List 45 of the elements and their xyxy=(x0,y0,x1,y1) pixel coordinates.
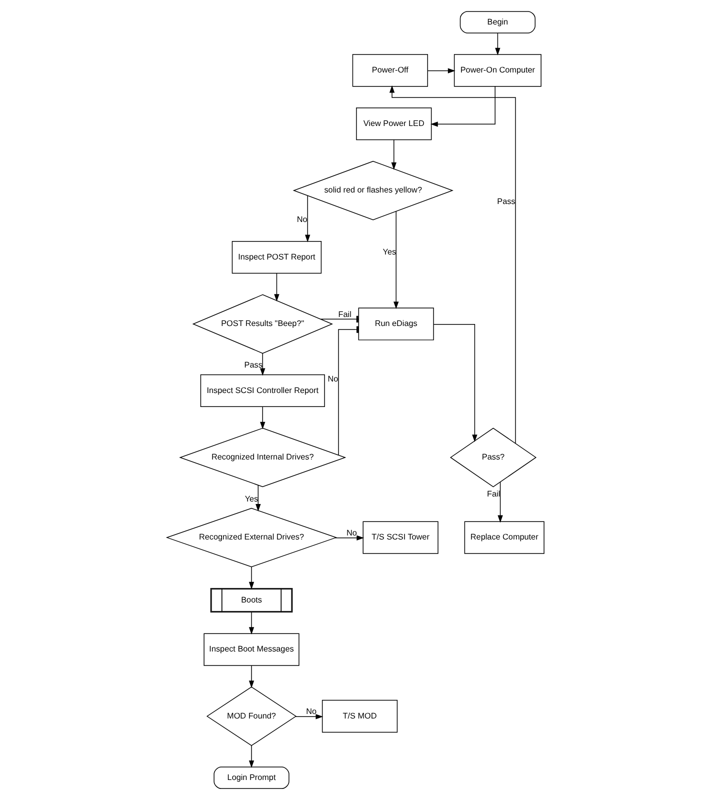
node-box: Power-Off xyxy=(352,54,428,87)
arrow xyxy=(260,353,265,376)
arrow xyxy=(294,714,323,720)
node-diamond: Recognized External Drives? xyxy=(165,508,337,568)
arrow xyxy=(393,211,398,310)
arrow xyxy=(248,665,254,688)
node-box: Replace Computer xyxy=(464,521,544,554)
arrow xyxy=(430,86,495,127)
edge-label: Yes xyxy=(382,247,396,256)
edge-label: Fail xyxy=(338,310,351,319)
arrow xyxy=(494,32,500,56)
arrow xyxy=(334,535,364,541)
arrow xyxy=(497,482,502,523)
node-box: View Power LED xyxy=(356,107,432,140)
arrow xyxy=(248,566,254,590)
arrow xyxy=(255,484,260,512)
arrow xyxy=(426,68,455,74)
edge-label: Pass xyxy=(496,196,515,206)
arrow xyxy=(248,745,254,768)
node-box: Power-On Computer xyxy=(453,54,541,87)
node-box: Run eDiags xyxy=(358,308,434,340)
connector xyxy=(338,326,359,456)
edge-label: Yes xyxy=(244,494,258,504)
node-box: Inspect Boot Messages xyxy=(203,633,299,666)
edge-label: Pass xyxy=(244,360,262,370)
node-box: Begin xyxy=(459,11,535,34)
edge-label: No xyxy=(327,374,338,384)
node-box: T/S MOD xyxy=(321,700,398,733)
arrow xyxy=(388,85,516,444)
edge-label: No xyxy=(346,528,356,538)
node-diamond: Recognized Internal Drives? xyxy=(178,428,346,488)
arrow xyxy=(304,195,310,242)
arrow xyxy=(248,612,254,635)
edge-label: No xyxy=(306,707,316,716)
node-box: Inspect POST Report xyxy=(231,240,322,274)
node-diamond: MOD Found? xyxy=(206,686,296,746)
arrow xyxy=(390,140,396,170)
arrow xyxy=(274,273,279,302)
node-diamond: Pass? xyxy=(449,428,536,488)
arrow xyxy=(432,324,477,442)
arrow xyxy=(260,406,265,430)
node-box: Login Prompt xyxy=(213,766,289,789)
edge-label: Fail xyxy=(486,489,500,498)
node-box: Inspect SCSI Controller Report xyxy=(200,374,324,408)
node-box: T/S SCSI Tower xyxy=(362,521,438,554)
